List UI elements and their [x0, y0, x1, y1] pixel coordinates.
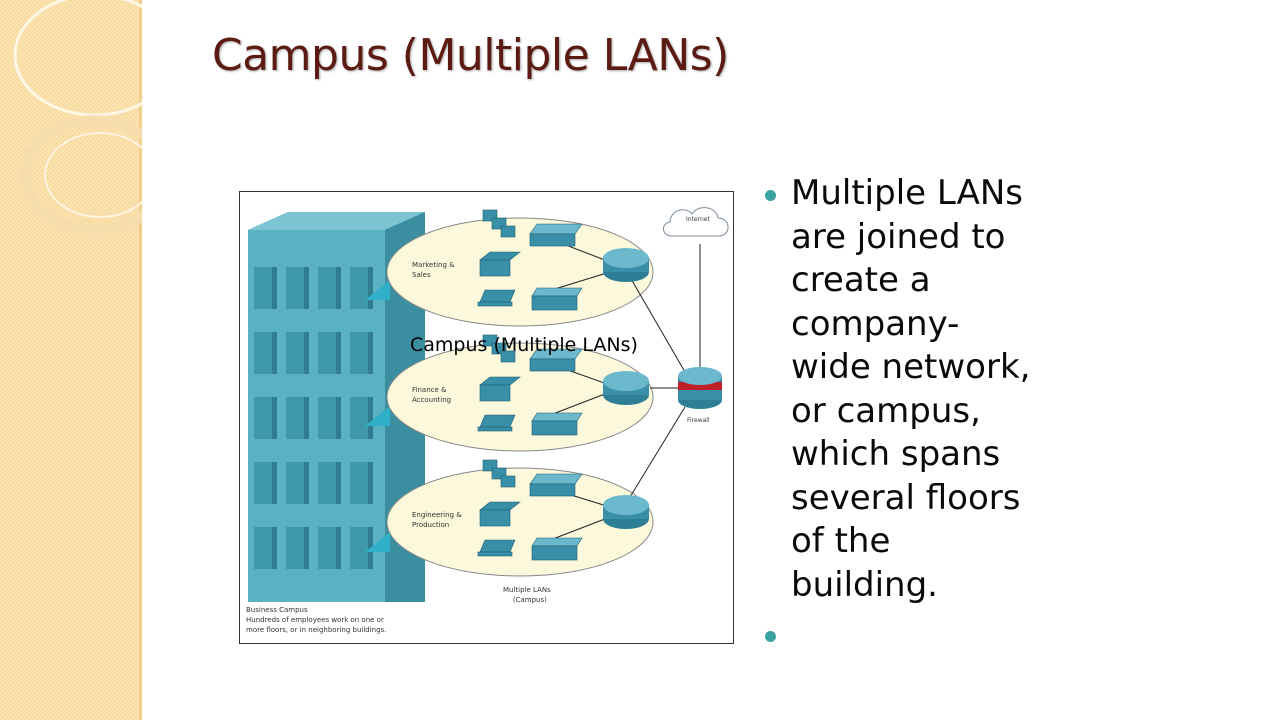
decorative-swirl-pattern: [0, 0, 142, 720]
firewall-label: Firewall: [687, 417, 710, 424]
business-campus-caption: Business Campus Hundreds of employees wo…: [246, 606, 387, 634]
bullet-dot-icon: [765, 631, 776, 642]
dept-label: Marketing &Sales: [412, 261, 455, 279]
decorative-side-panel: [0, 0, 142, 720]
department-lan-ellipse: [386, 467, 654, 577]
firewall-router-icon: [678, 367, 722, 409]
router-icons: [603, 248, 649, 529]
figure-overlay-caption: Campus (Multiple LANs): [410, 334, 638, 356]
floor-connector: [365, 280, 390, 300]
internet-cloud-icon: [663, 207, 729, 237]
bullet-dot-icon: [765, 190, 776, 201]
campus-network-figure: Marketing &Sales Finance &Accounting Eng…: [239, 191, 734, 644]
department-lan-ellipse: [386, 217, 654, 327]
campus-network-diagram: [248, 207, 729, 602]
bullet-list: Multiple LANs are joined to create a com…: [765, 172, 1031, 653]
multiple-lans-caption: Multiple LANs (Campus): [503, 586, 551, 604]
office-building: [248, 212, 425, 602]
floor-connector: [365, 532, 390, 552]
slide-title: Campus (Multiple LANs): [212, 30, 729, 81]
bullet-item: Multiple LANs are joined to create a com…: [765, 172, 1031, 607]
bullet-item-empty: [765, 613, 1031, 653]
switch-icons: [529, 223, 583, 497]
bullet-text: Multiple LANs are joined to create a com…: [791, 173, 1031, 605]
department-lan-ellipse: [386, 342, 654, 452]
dept-label: Finance &Accounting: [412, 386, 452, 404]
internet-label: Internet: [686, 216, 710, 223]
hub-icons: [531, 287, 583, 561]
workstation-icons: [477, 209, 521, 557]
dept-label: Engineering &Production: [412, 511, 462, 529]
floor-connector: [365, 406, 390, 426]
